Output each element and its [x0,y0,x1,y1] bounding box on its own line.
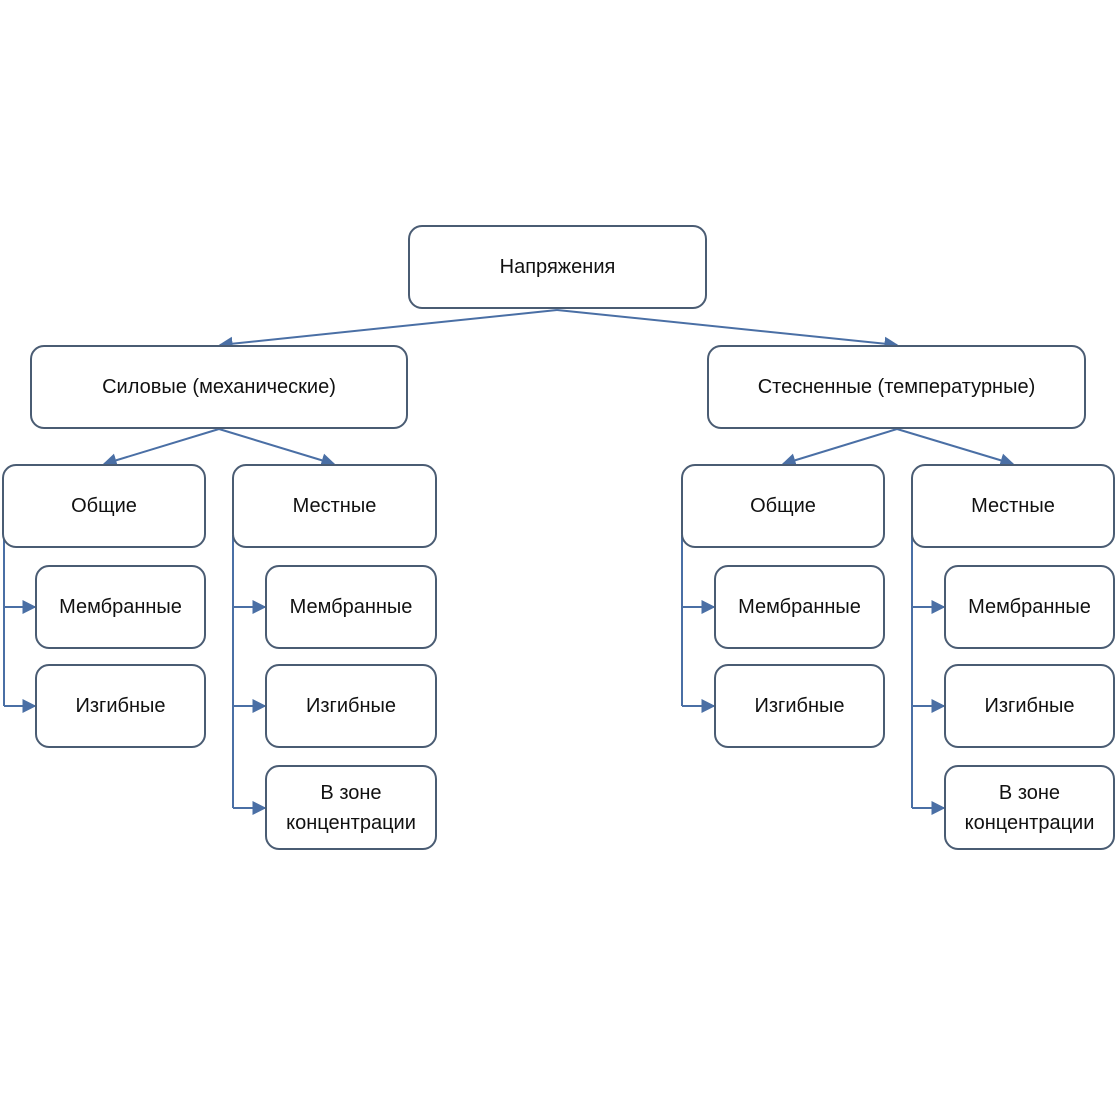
item-label: Изгибные [75,695,166,717]
item-label: Мембранные [738,596,861,618]
arrow-branch-to-group [218,428,336,468]
group-node-general: Общие [2,464,206,548]
arrow-branch-to-group [896,428,1015,468]
item-label: Мембранные [968,596,1091,618]
item-node-bending: Изгибные [35,664,206,748]
arrow-branch-to-group [102,428,220,468]
item-node-concentration: В зоне концентрации [265,765,437,850]
item-node-bending: Изгибные [265,664,437,748]
item-node-membrane: Мембранные [944,565,1115,649]
item-node-bending: Изгибные [714,664,885,748]
item-node-membrane: Мембранные [265,565,437,649]
group-label: Местные [292,495,377,517]
item-label: Изгибные [754,695,845,717]
group-node-local: Местные [911,464,1115,548]
item-label: В зоне концентрации [964,781,1095,834]
group-node-local: Местные [232,464,437,548]
item-node-membrane: Мембранные [714,565,885,649]
branch-label: Стесненные (температурные) [757,376,1036,398]
root-node: Напряжения [408,225,707,309]
item-node-membrane: Мембранные [35,565,206,649]
branch-node-mechanical: Силовые (механические) [30,345,408,429]
item-node-bending: Изгибные [944,664,1115,748]
item-label: Мембранные [59,596,182,618]
group-node-general: Общие [681,464,885,548]
item-label: Мембранные [289,596,413,618]
branch-label: Силовые (механические) [102,376,336,398]
arrow-branch-to-group [781,428,898,467]
arrow-root-to-branch [556,309,899,351]
group-label: Общие [71,495,137,517]
item-label: Изгибные [305,695,396,717]
group-label: Местные [971,495,1055,517]
group-label: Общие [750,495,816,517]
item-label: В зоне концентрации [286,781,416,834]
arrow-root-to-branch [218,309,558,351]
item-node-concentration: В зоне концентрации [944,765,1115,850]
branch-node-thermal: Стесненные (температурные) [707,345,1086,429]
item-label: Изгибные [984,695,1075,717]
root-label: Напряжения [499,256,616,278]
